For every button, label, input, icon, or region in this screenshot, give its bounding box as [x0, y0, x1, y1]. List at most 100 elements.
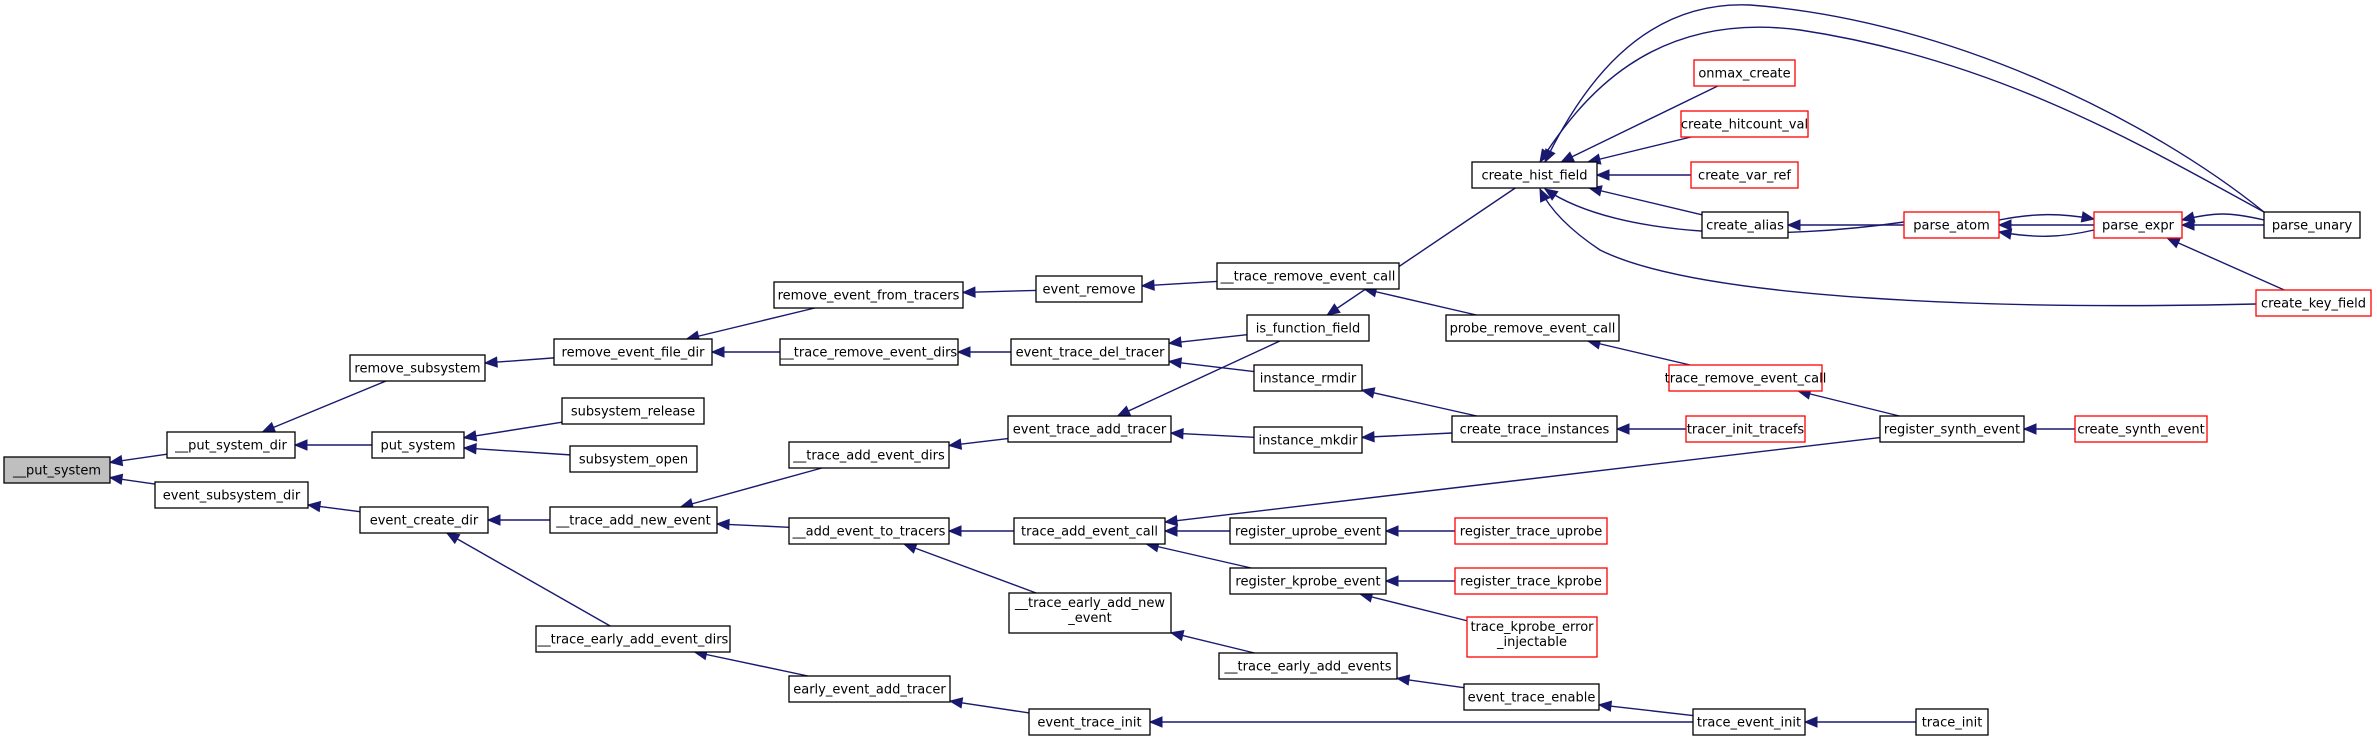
node-parse-unary[interactable]: parse_unary — [2263, 211, 2361, 239]
node-box — [779, 338, 959, 366]
node-label: parse_unary — [2272, 219, 2353, 234]
node-trace-add-event-call[interactable]: trace_add_event_call — [1013, 517, 1166, 545]
node-event-trace-del-tracer[interactable]: event_trace_del_tracer — [1010, 338, 1170, 366]
edge-trace_early_add_new_event-to-add_event_to_tracers — [902, 542, 1037, 594]
edge-parse_atom-to-create_alias-arrowhead — [1786, 219, 1801, 231]
edge-register_synth_event-to-trace_remove_event_call2 — [1796, 388, 1900, 417]
node-probe-remove-event-call[interactable]: probe_remove_event_call — [1445, 314, 1620, 342]
node-label: __put_system — [12, 464, 101, 479]
node-create-synth-event[interactable]: create_synth_event — [2074, 415, 2208, 443]
node-register-trace-uprobe[interactable]: register_trace_uprobe — [1454, 517, 1608, 545]
node-trace-add-new-event[interactable]: __trace_add_new_event — [549, 506, 718, 534]
node-create-key-field[interactable]: create_key_field — [2255, 289, 2372, 317]
node-tracer-init-tracefs[interactable]: tracer_init_tracefs — [1685, 415, 1806, 443]
node-box — [2074, 415, 2208, 443]
node-register-trace-kprobe[interactable]: register_trace_kprobe — [1454, 567, 1608, 595]
node-subsystem-release[interactable]: subsystem_release — [561, 397, 705, 425]
node-box — [1463, 683, 1600, 711]
node-trace-early-add-new-event[interactable]: __trace_early_add_new_event — [1008, 592, 1172, 634]
node-box — [788, 517, 950, 545]
node-label: trace_add_event_call — [1021, 525, 1158, 540]
edge-create_key_field-to-parse_expr — [2166, 237, 2285, 291]
node-trace-remove-event-call[interactable]: __trace_remove_event_call — [1216, 262, 1400, 290]
node-create-hitcount-val[interactable]: create_hitcount_val — [1680, 110, 1809, 138]
edge-is_function_field-to-event_trace_add_tracer-arrowhead — [1116, 405, 1132, 417]
node-label: instance_rmdir — [1260, 372, 1357, 387]
edge-create_key_field-to-create_hist_field-curve — [1539, 187, 2257, 307]
node-event-trace-add-tracer[interactable]: event_trace_add_tracer — [1007, 415, 1172, 443]
node-trace-event-init[interactable]: trace_event_init — [1692, 708, 1806, 736]
node-label: is_function_field — [1256, 322, 1361, 337]
node-register-uprobe-event[interactable]: register_uprobe_event — [1229, 517, 1387, 545]
node-register-kprobe-event[interactable]: register_kprobe_event — [1229, 567, 1387, 595]
node-onmax-create[interactable]: onmax_create — [1693, 59, 1796, 87]
node-register-synth-event[interactable]: register_synth_event — [1879, 415, 2025, 443]
edge-register_trace_uprobe-to-register_uprobe_event-arrowhead — [1384, 525, 1399, 537]
node-event-trace-enable[interactable]: event_trace_enable — [1463, 683, 1600, 711]
node-create-var-ref[interactable]: create_var_ref — [1690, 161, 1799, 189]
node-label: register_trace_kprobe — [1460, 575, 1602, 590]
node-remove-event-from-tracers[interactable]: remove_event_from_tracers — [773, 281, 964, 309]
edge-register_synth_event-to-trace_add_event_call — [1163, 436, 1881, 527]
edge-instance_mkdir-to-event_trace_add_tracer-arrowhead — [1169, 427, 1184, 440]
node-trace-early-add-events[interactable]: __trace_early_add_events — [1218, 652, 1398, 680]
edge-event_trace_del_tracer-to-trace_remove_event_dirs — [956, 346, 1011, 358]
node-label: early_event_add_tracer — [793, 683, 946, 698]
node-box — [371, 431, 465, 459]
node-event-create-dir[interactable]: event_create_dir — [359, 506, 489, 534]
node-box — [2263, 211, 2361, 239]
node-parse-expr[interactable]: parse_expr — [2093, 211, 2183, 239]
node-subsystem-open[interactable]: subsystem_open — [569, 445, 698, 473]
edge-instance_rmdir-to-event_trace_del_tracer-line — [1168, 360, 1255, 373]
edge-put_system2-to-put_system_dir — [293, 439, 372, 451]
node-label: create_hitcount_val — [1681, 118, 1808, 133]
node-trace-kprobe-error-injectable[interactable]: trace_kprobe_error_injectable — [1466, 616, 1598, 658]
edge-register_trace_kprobe-to-register_kprobe_event — [1384, 575, 1455, 587]
node-remove-event-file-dir[interactable]: remove_event_file_dir — [553, 338, 713, 366]
node-instance-mkdir[interactable]: instance_mkdir — [1253, 426, 1363, 454]
node-label: probe_remove_event_call — [1450, 322, 1616, 337]
edge-subsystem_open-to-put_system2 — [462, 443, 571, 456]
node-label: register_kprobe_event — [1235, 575, 1380, 590]
node-is-function-field[interactable]: is_function_field — [1246, 314, 1370, 342]
node-put-system[interactable]: __put_system — [3, 456, 111, 484]
edge-trace_remove_event_call-to-event_remove — [1140, 279, 1218, 291]
edge-trace_remove_event_dirs-to-remove_event_file_dir — [710, 346, 780, 358]
node-put-system2[interactable]: put_system — [371, 431, 465, 459]
node-put-system-dir[interactable]: __put_system_dir — [166, 431, 296, 459]
node-add-event-to-tracers[interactable]: __add_event_to_tracers — [788, 517, 950, 545]
node-box — [1253, 426, 1363, 454]
edge-remove_event_from_tracers-to-remove_event_file_dir — [685, 307, 815, 342]
node-create-hist-field[interactable]: create_hist_field — [1471, 161, 1598, 189]
node-label: __trace_add_event_dirs — [792, 449, 945, 464]
node-instance-rmdir[interactable]: instance_rmdir — [1253, 364, 1363, 392]
node-event-remove[interactable]: event_remove — [1035, 275, 1143, 303]
edge-remove_event_from_tracers-to-remove_event_file_dir-line — [686, 307, 815, 340]
node-trace-init[interactable]: trace_init — [1915, 708, 1989, 736]
node-trace-remove-event-call2[interactable]: trace_remove_event_call — [1665, 364, 1827, 392]
edge-event_subsystem_dir-to-put_system — [108, 473, 156, 486]
node-create-trace-instances[interactable]: create_trace_instances — [1451, 415, 1618, 443]
edge-parse_unary-to-parse_expr-curve — [2180, 211, 2265, 223]
node-early-event-add-tracer[interactable]: early_event_add_tracer — [788, 675, 951, 703]
node-box — [1680, 110, 1809, 138]
edge-trace_add_event_dirs-to-trace_add_new_event-line — [680, 467, 823, 508]
node-create-alias[interactable]: create_alias — [1701, 211, 1789, 239]
edge-trace_add_event_call-to-add_event_to_tracers — [947, 525, 1014, 537]
node-trace-add-event-dirs[interactable]: __trace_add_event_dirs — [788, 441, 950, 469]
edge-add_event_to_tracers-to-trace_add_new_event — [715, 518, 790, 531]
node-trace-early-add-event-dirs[interactable]: __trace_early_add_event_dirs — [535, 625, 731, 653]
edge-parse_unary-to-create_hist_field-curve — [1544, 4, 2265, 213]
edge-event_create_dir-to-event_subsystem_dir-arrowhead — [306, 500, 322, 513]
edge-parse_unary-to-create_hist_field-curve-line — [1544, 4, 2265, 213]
node-event-subsystem-dir[interactable]: event_subsystem_dir — [154, 481, 309, 509]
edge-early_event_add_tracer-to-trace_early_add_event_dirs-line — [694, 651, 809, 677]
node-box — [2255, 289, 2372, 317]
node-label: put_system — [380, 439, 455, 454]
node-box — [535, 625, 731, 653]
edge-event_trace_init-to-early_event_add_tracer-arrowhead — [948, 697, 964, 709]
node-remove-subsystem[interactable]: remove_subsystem — [349, 354, 486, 382]
node-event-trace-init[interactable]: event_trace_init — [1028, 708, 1151, 736]
node-parse-atom[interactable]: parse_atom — [1903, 211, 2000, 239]
node-trace-remove-event-dirs[interactable]: __trace_remove_event_dirs — [779, 338, 959, 366]
